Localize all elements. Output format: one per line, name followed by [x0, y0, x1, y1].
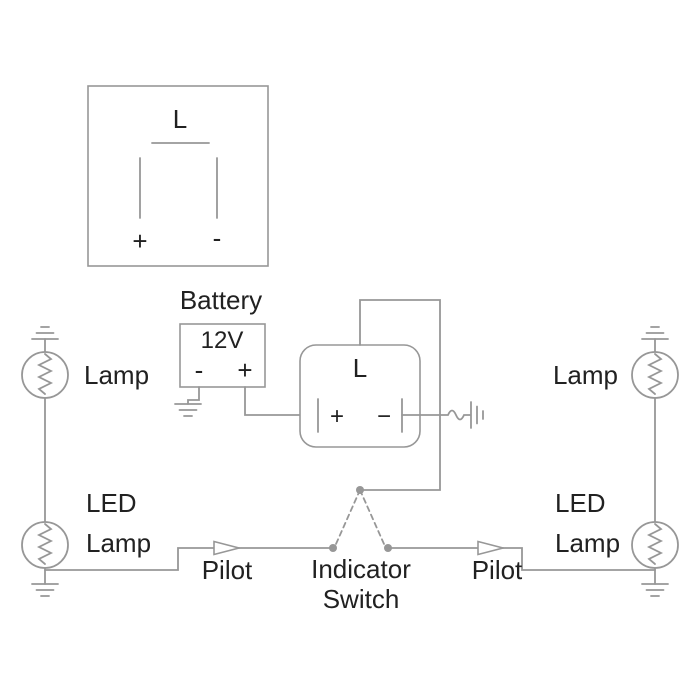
switch-label-line2: Switch — [323, 584, 400, 614]
pinout-plus-label: + — [132, 226, 147, 256]
left-led-label-line1: LED — [86, 488, 137, 518]
right-branch: Lamp LED Lamp Pilot — [387, 326, 679, 597]
lamp-icon — [21, 351, 69, 399]
relay-pinout-box: L + - — [87, 85, 269, 267]
left-branch: Lamp LED Lamp Pilot — [21, 326, 334, 597]
led-lamp-icon — [21, 521, 69, 569]
relay-neg-wire — [401, 409, 471, 421]
battery-outline — [179, 323, 266, 388]
battery: Battery 12V - + — [174, 285, 319, 417]
relay-l-label: L — [353, 353, 367, 383]
connector-arrow-icon — [477, 540, 507, 556]
ground-icon — [174, 403, 202, 417]
switch-blade-right — [359, 489, 385, 545]
right-led-label-line1: LED — [555, 488, 606, 518]
flasher-relay: L + − — [299, 299, 484, 491]
lamp-icon — [631, 351, 679, 399]
switch-label-line1: Indicator — [311, 554, 411, 584]
battery-voltage: 12V — [201, 327, 244, 354]
battery-pos-wire — [244, 386, 319, 416]
battery-neg-label: - — [195, 355, 204, 385]
right-pilot-wire — [387, 547, 656, 571]
ground-icon — [641, 326, 669, 340]
battery-neg-wire — [187, 386, 200, 405]
right-pilot-label: Pilot — [472, 555, 523, 585]
battery-title: Battery — [180, 285, 262, 315]
pinout-outline — [87, 85, 269, 267]
connector-arrow-icon — [213, 540, 243, 556]
left-led-label-line2: Lamp — [86, 528, 151, 558]
relay-pos-label: + — [330, 403, 344, 430]
right-lamp-label: Lamp — [553, 360, 618, 390]
battery-pos-label: + — [237, 355, 252, 385]
right-led-label-line2: Lamp — [555, 528, 620, 558]
relay-output-wire — [359, 299, 441, 491]
switch-blade-left — [335, 489, 361, 545]
ground-icon — [31, 583, 59, 597]
left-lamp-label: Lamp — [84, 360, 149, 390]
ground-icon — [641, 583, 669, 597]
ground-icon — [31, 326, 59, 340]
relay-neg-label: − — [377, 403, 391, 430]
pinout-minus-label: - — [213, 223, 222, 253]
ground-icon — [470, 401, 484, 429]
pinout-l-label: L — [173, 104, 187, 134]
led-lamp-icon — [631, 521, 679, 569]
left-pilot-label: Pilot — [202, 555, 253, 585]
left-pilot-wire — [44, 547, 334, 571]
indicator-switch: Indicator Switch — [311, 486, 411, 614]
